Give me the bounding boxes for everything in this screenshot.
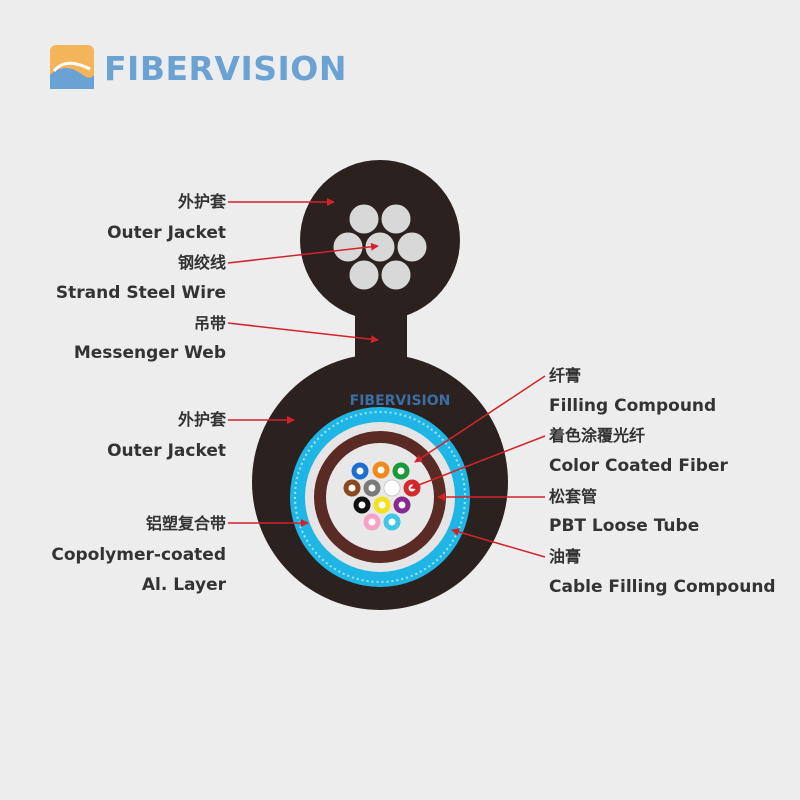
label-loose-tube-en: PBT Loose Tube <box>549 516 700 536</box>
fiber-core-4 <box>348 484 356 492</box>
label-al-layer-cn: 铝塑复合带 <box>145 514 226 533</box>
arrow-messenger-web <box>227 322 379 344</box>
fiber-core-11 <box>368 518 376 526</box>
jacket-watermark: FIBERVISION <box>350 393 451 409</box>
label-messenger-web-en: Messenger Web <box>73 343 226 363</box>
fiber-core-5 <box>368 484 376 492</box>
fiber-core-12 <box>388 518 396 526</box>
label-outer-jacket-bottom-en: Outer Jacket <box>107 441 226 461</box>
label-outer-jacket-top-en: Outer Jacket <box>107 223 226 243</box>
arrow-filling-compound <box>414 375 546 463</box>
label-color-fiber-en: Color Coated Fiber <box>549 456 728 476</box>
label-cable-compound-cn: 油膏 <box>549 547 582 566</box>
fiber-core-9 <box>378 501 386 509</box>
callout-arrows <box>227 198 546 558</box>
label-filling-compound-en: Filling Compound <box>549 396 717 416</box>
fiber-core-2 <box>377 466 385 474</box>
label-outer-jacket-top-cn: 外护套 <box>177 192 226 211</box>
label-al-layer-en-1: Copolymer-coated <box>51 545 226 565</box>
arrow-cable-compound <box>451 528 546 558</box>
label-strand-steel-wire-en: Strand Steel Wire <box>55 283 226 303</box>
fibervision-logo-icon <box>50 45 94 89</box>
label-filling-compound-cn: 纤膏 <box>549 366 582 385</box>
fiber-core-8 <box>358 501 366 509</box>
label-cable-compound-en: Cable Filling Compound <box>549 577 776 597</box>
steel-wire-strand <box>332 203 428 291</box>
label-al-layer-en-2: Al. Layer <box>141 575 226 595</box>
label-strand-steel-wire-cn: 钢绞线 <box>177 253 226 272</box>
fiber-core-10 <box>398 501 406 509</box>
label-outer-jacket-bottom-cn: 外护套 <box>177 410 226 429</box>
label-color-fiber-cn: 着色涂覆光纤 <box>549 426 646 445</box>
arrow-color-fiber <box>410 435 546 490</box>
fiber-core-6 <box>388 484 396 492</box>
label-messenger-web-cn: 吊带 <box>193 314 226 333</box>
label-loose-tube-cn: 松套管 <box>549 487 598 506</box>
fiber-core-1 <box>356 467 364 475</box>
arrow-strand-steel-wire <box>227 242 379 264</box>
brand-name: FIBERVISION <box>104 49 347 88</box>
fiber-core-3 <box>397 467 405 475</box>
